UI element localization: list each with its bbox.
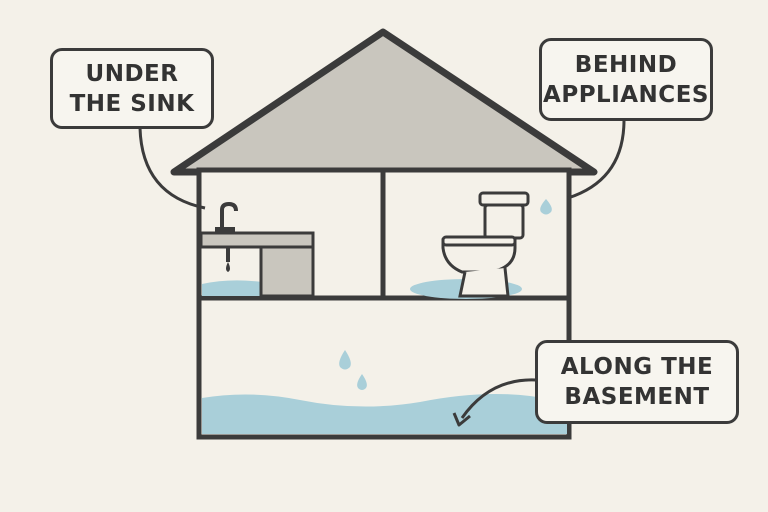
water-drop-icon xyxy=(339,350,351,370)
arrowhead-icon xyxy=(452,412,471,427)
label-line: UNDER xyxy=(85,60,179,87)
water-drop-icon xyxy=(357,374,367,390)
label-line: THE SINK xyxy=(69,90,195,117)
basement-arrow xyxy=(460,378,537,419)
label-line: ALONG THE xyxy=(560,354,714,380)
label-along-the-basement: ALONG THE BASEMENT xyxy=(535,340,739,424)
sink-cabinet xyxy=(199,201,315,298)
label-line: APPLIANCES xyxy=(543,81,709,108)
kitchen-water-puddle xyxy=(202,280,262,296)
appliances-leader-line xyxy=(567,119,626,200)
label-under-the-sink: UNDER THE SINK xyxy=(50,48,214,129)
label-line: BASEMENT xyxy=(564,384,710,410)
toilet-icon xyxy=(441,191,530,298)
label-line: BEHIND xyxy=(574,51,678,78)
label-behind-appliances: BEHIND APPLIANCES xyxy=(539,38,713,121)
water-drop-icon xyxy=(540,199,552,215)
basement-water xyxy=(202,394,567,434)
sink-leader-line xyxy=(138,127,206,210)
